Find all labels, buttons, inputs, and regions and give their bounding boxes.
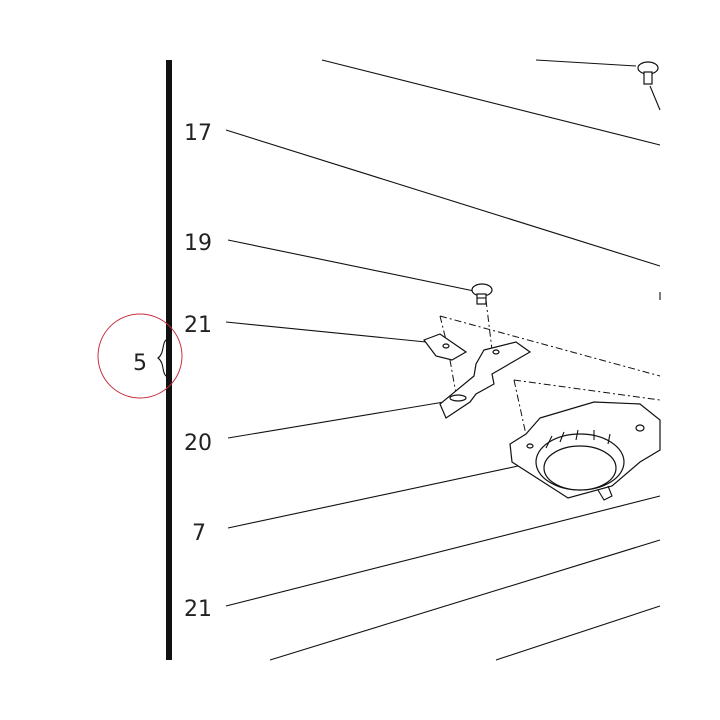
assembly-line xyxy=(513,379,533,463)
assembly-line xyxy=(449,359,457,395)
part-label-7: 7 xyxy=(192,521,206,546)
cover-plate-7 xyxy=(509,401,661,501)
part-label-21-top: 21 xyxy=(184,313,212,338)
leader-line-21-b xyxy=(225,495,661,607)
part-label-19: 19 xyxy=(184,231,212,256)
leader-line xyxy=(321,59,661,146)
assembly-line xyxy=(485,299,493,351)
leader-line xyxy=(495,605,661,661)
group-bar xyxy=(166,60,172,660)
group-label: 5 xyxy=(133,351,147,376)
callout-circle xyxy=(97,313,183,399)
assembly-line xyxy=(439,315,661,377)
leader-line-7 xyxy=(227,465,519,529)
screw-top-right xyxy=(637,61,661,111)
leader-line-17 xyxy=(225,129,661,267)
leader-line-21 xyxy=(225,321,427,343)
part-label-20: 20 xyxy=(184,431,212,456)
leader-line-20 xyxy=(227,401,445,439)
clip-21 xyxy=(423,333,468,361)
part-label-21-bottom: 21 xyxy=(184,597,212,622)
leader-line xyxy=(535,59,637,67)
assembly-line xyxy=(439,315,449,349)
leader-line xyxy=(269,539,661,661)
assembly-line xyxy=(513,379,661,401)
leader-line-19 xyxy=(227,239,475,292)
screw-19 xyxy=(471,283,493,305)
part-label-17: 17 xyxy=(184,121,212,146)
group-brace xyxy=(157,337,171,379)
bracket-20 xyxy=(439,341,532,419)
